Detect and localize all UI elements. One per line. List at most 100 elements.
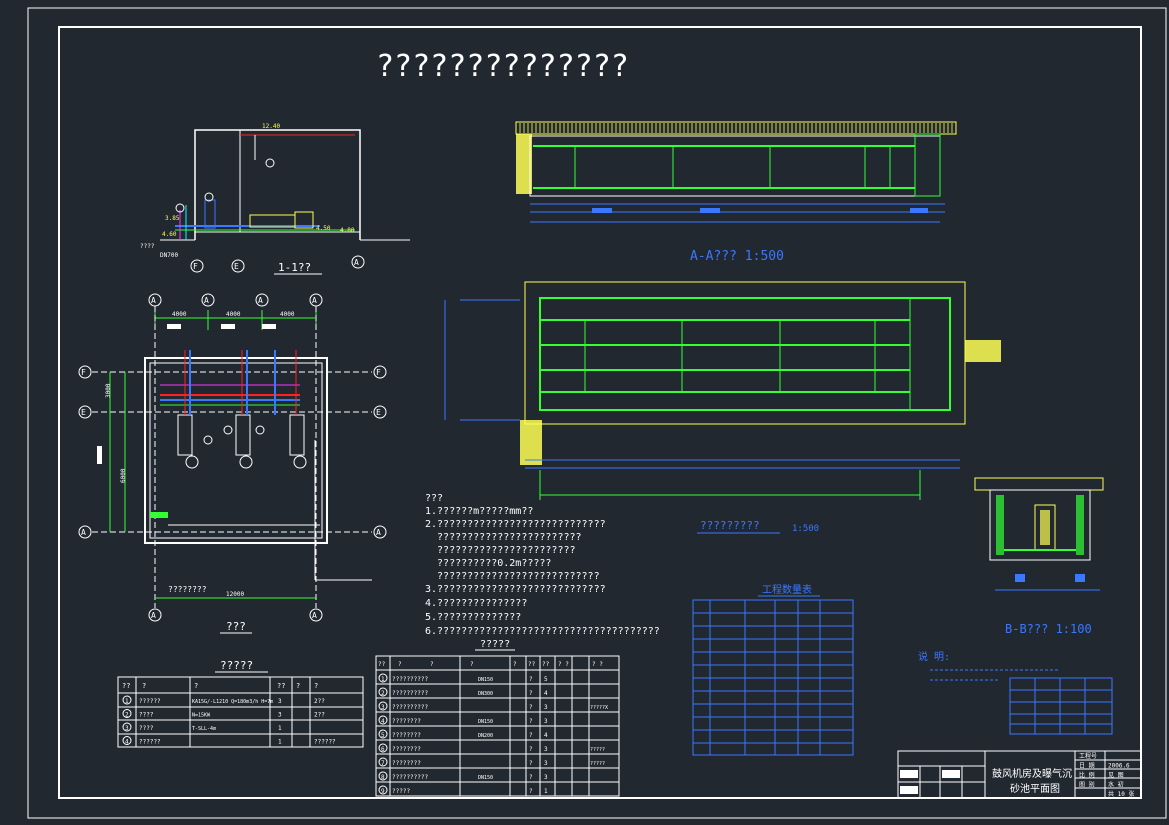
mat-cell-unit: ? xyxy=(529,746,533,753)
mat-header: ? xyxy=(398,661,402,668)
mat-cell-no: 6 xyxy=(381,746,385,753)
mat-cell-no: 3 xyxy=(381,704,385,711)
plan-axis-bottom-1: A xyxy=(151,611,156,620)
note-line-6: ??????????????????????????? xyxy=(425,571,600,582)
mat-cell-spec: DN200 xyxy=(478,733,493,739)
dim-side-2: 6000 xyxy=(120,468,127,483)
eq-cell-no: 2 xyxy=(125,712,129,719)
plan-axis-right-1: F xyxy=(376,368,381,377)
mat-cell-qty: 4 xyxy=(544,690,548,697)
plan-axis-left-1: F xyxy=(81,368,86,377)
axis-f: F xyxy=(193,262,198,271)
eq-cell-qty: 1 xyxy=(278,725,282,732)
note-line-1: 1.??????m?????mm?? xyxy=(425,506,533,517)
mat-header: ? ? xyxy=(558,661,569,668)
note-line-9: 5.?????????????? xyxy=(425,612,521,623)
mat-cell-spec: DN150 xyxy=(478,775,493,781)
mat-cell-no: 1 xyxy=(381,676,385,683)
mat-cell-spec: DN150 xyxy=(478,677,493,683)
mat-cell-name: ????? xyxy=(392,788,410,795)
mat-cell-qty: 5 xyxy=(544,676,548,683)
note-line-4: ??????????????????????? xyxy=(425,545,576,556)
mat-cell-spec: DN300 xyxy=(478,691,493,697)
mat-cell-unit: ? xyxy=(529,718,533,725)
mat-cell-no: 5 xyxy=(381,732,385,739)
mat-cell-name: ???????? xyxy=(392,718,421,725)
tb-right-label: 比 例 xyxy=(1079,771,1095,779)
eq-cell-spec: N=15KW xyxy=(192,713,211,719)
eq-header: ? xyxy=(142,682,146,690)
mat-header: ? xyxy=(470,661,474,668)
main-title: ?????????????? xyxy=(376,49,629,84)
plan-axis-left-2: E xyxy=(81,408,86,417)
axis-a: A xyxy=(354,258,359,267)
mat-cell-qty: 3 xyxy=(544,704,548,711)
eq-header: ? xyxy=(296,682,300,690)
section-left-note: ???? xyxy=(140,243,155,250)
tb-right-value: 水 初 xyxy=(1108,781,1124,789)
note-line-3: ???????????????????????? xyxy=(425,532,582,543)
plan-axis-top-3: A xyxy=(258,296,263,305)
elev-right: 4.80 xyxy=(340,227,355,234)
section-1-1: 12.40 3.85 4.60 4.50 4.80 ???? DN700 F E… xyxy=(140,123,410,275)
eq-cell-note: 2?? xyxy=(314,698,325,705)
mat-cell-note: ????? xyxy=(590,761,605,767)
mat-cell-unit: ? xyxy=(529,732,533,739)
tank-plan: ????????? 1:500 xyxy=(444,281,1001,534)
plan-label: ??? xyxy=(226,620,246,633)
plan-axis-right-2: E xyxy=(376,408,381,417)
eq-cell-no: 4 xyxy=(125,739,129,746)
mat-cell-unit: ? xyxy=(529,676,533,683)
plan-axis-top-4: A xyxy=(312,296,317,305)
dim-side-1: 3000 xyxy=(105,383,112,398)
mat-header: ? xyxy=(513,661,517,668)
elev-top: 12.40 xyxy=(262,123,280,130)
elev-low: 4.60 xyxy=(162,231,177,238)
material-table-title: ????? xyxy=(480,639,510,650)
section-aa: A-A??? 1:500 xyxy=(515,121,957,264)
dim-bottom: 12000 xyxy=(226,591,244,598)
mat-header: ? ? xyxy=(592,661,603,668)
plan-axis-left-3: A xyxy=(81,528,86,537)
mat-cell-name: ?????????? xyxy=(392,676,429,683)
eq-cell-note: 2?? xyxy=(314,712,325,719)
mat-cell-no: 9 xyxy=(381,788,385,795)
note-line-2: 2.???????????????????????????? xyxy=(425,519,606,530)
tb-right-label: 日 期 xyxy=(1079,762,1095,770)
eq-cell-note: ?????? xyxy=(314,739,336,746)
plan-axis-top-1: A xyxy=(151,296,156,305)
mat-cell-unit: ? xyxy=(529,760,533,767)
drawing-name-2: 砂池平面图 xyxy=(1010,782,1060,795)
eq-header: ?? xyxy=(277,682,285,690)
notes-block: ??? 1.??????m?????mm?? 2.???????????????… xyxy=(425,493,660,637)
mat-cell-unit: ? xyxy=(529,774,533,781)
eq-cell-spec: KA15G/-L1210 Q=180m3/h H=7m xyxy=(192,699,273,705)
notes-heading: ??? xyxy=(425,493,443,504)
plan-note: ???????? xyxy=(168,585,207,594)
note-2-block: 说 明: xyxy=(918,650,1113,735)
eq-cell-qty: 3 xyxy=(278,712,282,719)
bom-table: 工程数量表 xyxy=(692,583,854,756)
mat-cell-no: 8 xyxy=(381,774,385,781)
eq-header: ? xyxy=(194,682,198,690)
tank-plan-scale: 1:500 xyxy=(792,524,819,534)
tb-right-value: 2006.6 xyxy=(1108,763,1130,770)
mat-cell-no: 2 xyxy=(381,690,385,697)
tb-label-design: 设 计 xyxy=(902,771,918,779)
plan-view: 4000 4000 4000 A A A A F E A F E A A A xyxy=(78,293,387,634)
tb-label-check: 校 核 xyxy=(902,787,918,795)
mat-header: ?? xyxy=(528,661,536,668)
mat-cell-unit: ? xyxy=(529,690,533,697)
eq-cell-name: ???? xyxy=(139,725,154,732)
mat-cell-unit: ? xyxy=(529,788,533,795)
outer-border xyxy=(27,7,1167,819)
mat-header: ?? xyxy=(542,661,550,668)
dim-top-1: 4000 xyxy=(172,311,187,318)
eq-cell-name: ?????? xyxy=(139,698,161,705)
equipment-table: ????? ???????? 1?????? KA15G/-L1210 Q=180m… xyxy=(117,659,364,748)
equipment-table-title: ????? xyxy=(220,659,253,672)
bom-table-title: 工程数量表 xyxy=(762,583,812,596)
mat-cell-spec: DN150 xyxy=(478,719,493,725)
